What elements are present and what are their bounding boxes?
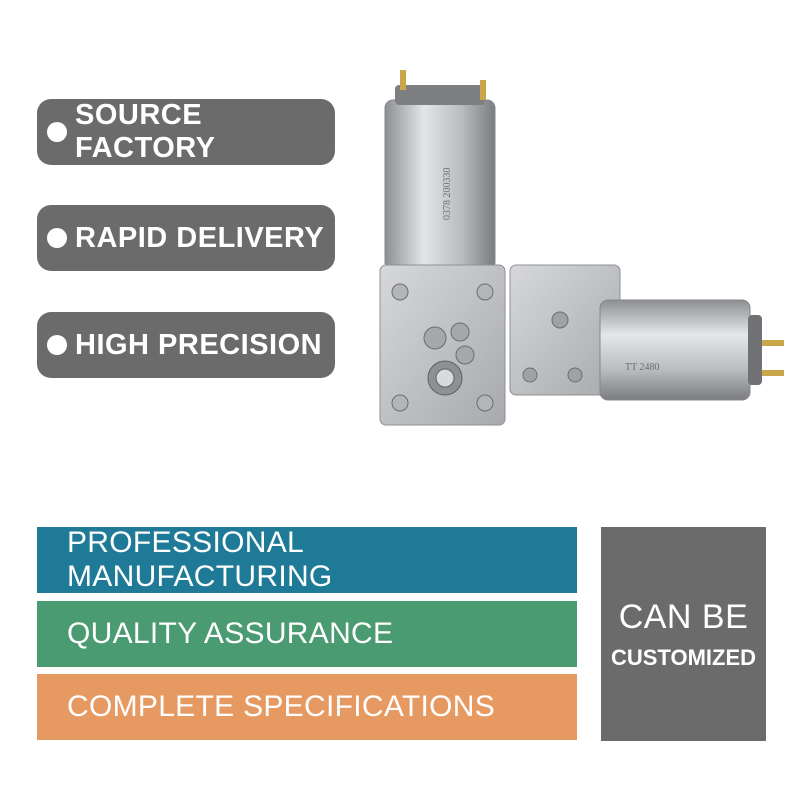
bullet-dot-icon	[47, 228, 67, 248]
motor-marking-back: TT 2480	[625, 362, 660, 373]
bullet-dot-icon	[47, 122, 67, 142]
feature-complete-specifications: COMPLETE SPECIFICATIONS	[37, 674, 577, 740]
feature-label: COMPLETE SPECIFICATIONS	[67, 690, 496, 723]
feature-professional-manufacturing: PROFESSIONAL MANUFACTURING	[37, 526, 577, 593]
highlight-label: HIGH PRECISION	[75, 328, 323, 361]
highlight-label: SOURCE FACTORY	[75, 99, 216, 164]
feature-quality-assurance: QUALITY ASSURANCE	[37, 601, 577, 667]
highlight-rapid-delivery: RAPID DELIVERY	[37, 205, 335, 271]
highlight-source-factory: SOURCE FACTORY	[37, 99, 335, 165]
customization-line-2: CUSTOMIZED	[610, 644, 757, 670]
worm-gear-motor-image: TT 2480 0378 200330	[379, 70, 784, 426]
customization-badge: CAN BE CUSTOMIZED	[601, 527, 766, 741]
highlight-label: RAPID DELIVERY	[75, 221, 325, 254]
customization-line-1: CAN BE	[618, 597, 749, 636]
feature-label: PROFESSIONAL MANUFACTURING	[67, 526, 333, 593]
motor-marking-front: 0378 200330	[442, 168, 453, 221]
bullet-dot-icon	[47, 335, 67, 355]
feature-label: QUALITY ASSURANCE	[67, 617, 394, 650]
highlight-high-precision: HIGH PRECISION	[37, 312, 335, 378]
